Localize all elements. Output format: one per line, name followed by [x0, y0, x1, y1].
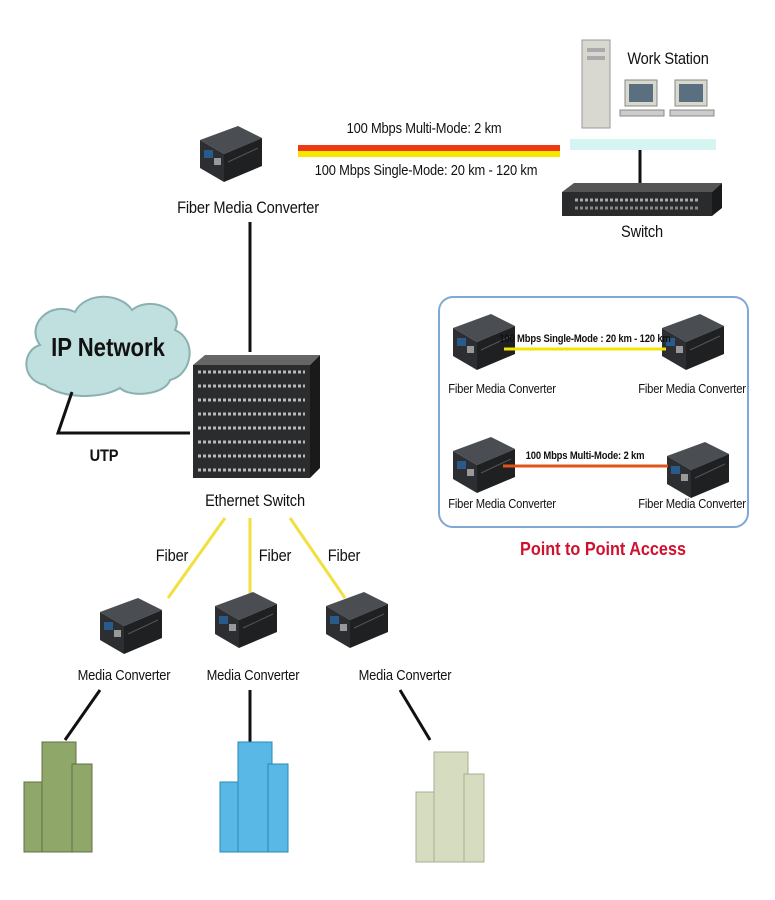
fiber-link-1 [166, 517, 227, 599]
building-link-3 [398, 689, 432, 741]
media-converter-label: Media Converter [358, 667, 452, 684]
fiber-media-converter-icon [199, 125, 263, 183]
singlemode-link [298, 151, 560, 157]
ethernet-switch-icon [193, 355, 320, 478]
media-converter-icon [325, 591, 389, 649]
fiber-label: Fiber [327, 546, 361, 565]
fiber-label: Fiber [155, 546, 189, 565]
media-converter-label: Media Converter [206, 667, 300, 684]
multimode-label: 100 Mbps Multi-Mode: 2 km [346, 120, 502, 137]
multimode-link [298, 145, 560, 151]
singlemode-p2p-label: 100 Mbps Single-Mode : 20 km - 120 km [499, 333, 671, 345]
media-converter-label: Media Converter [77, 667, 171, 684]
multimode-p2p-label: 100 Mbps Multi-Mode: 2 km [525, 450, 645, 462]
building-icon [219, 741, 289, 853]
fiber-link-3 [288, 517, 347, 599]
media-converter-icon [214, 591, 278, 649]
point-to-point-title: Point to Point Access [520, 539, 686, 559]
switch-label: Switch [620, 222, 664, 241]
ip-network-cloud [25, 295, 191, 397]
lan-bar [570, 139, 716, 150]
building-icon [23, 741, 93, 853]
singlemode-label: 100 Mbps Single-Mode: 20 km - 120 km [314, 162, 538, 179]
building-link-1 [63, 689, 102, 741]
fiber-media-converter-label: Fiber Media Converter [448, 496, 556, 511]
utp-link [55, 391, 190, 435]
switch-icon [562, 183, 722, 216]
fiber-media-converter-label: Fiber Media Converter [448, 381, 556, 396]
fiber-media-converter-label: Fiber Media Converter [638, 381, 746, 396]
fiber-media-converter-label: Fiber Media Converter [177, 198, 319, 217]
ethernet-switch-label: Ethernet Switch [205, 491, 305, 510]
building-icon [415, 751, 485, 863]
utp-label: UTP [89, 446, 119, 465]
workstation-label: Work Station [627, 49, 709, 68]
workstation-icon [581, 39, 715, 129]
fiber-label: Fiber [258, 546, 292, 565]
ip-network-label: IP Network [51, 332, 165, 362]
media-converter-icon [99, 597, 163, 655]
fiber-media-converter-label: Fiber Media Converter [638, 496, 746, 511]
